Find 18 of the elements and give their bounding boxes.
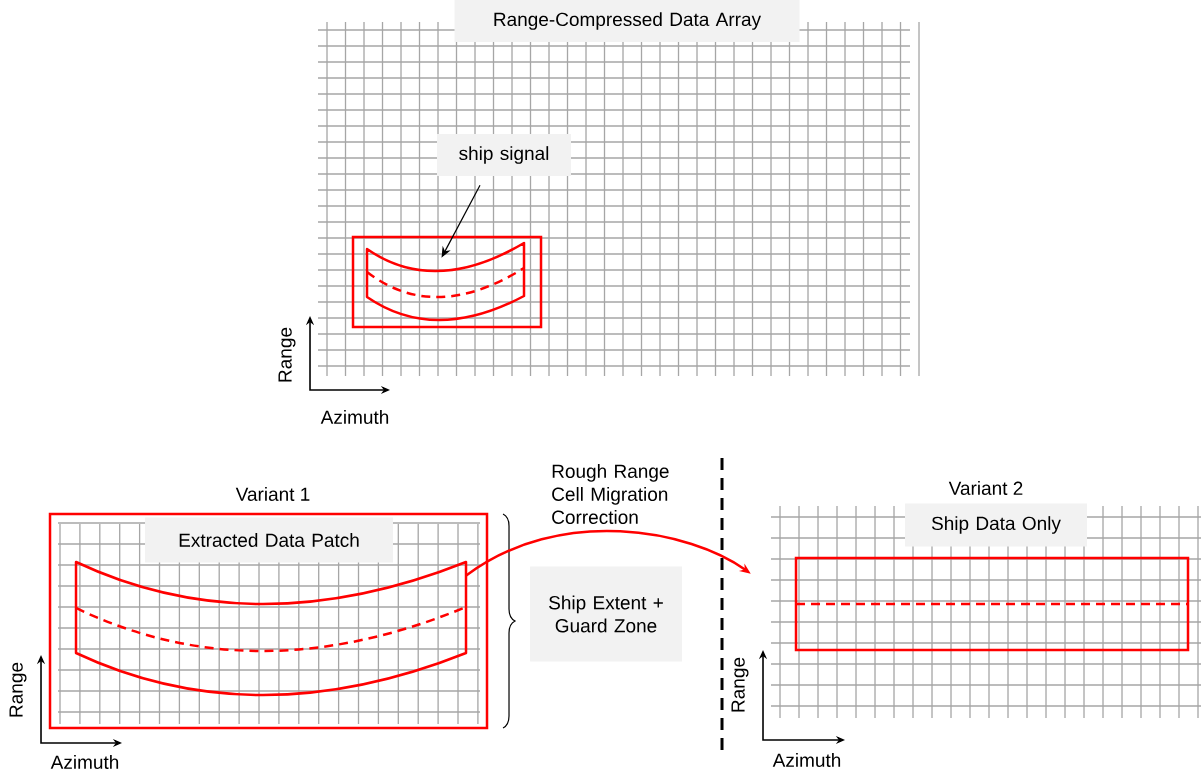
axis-label: Range	[731, 657, 749, 712]
panel-heading: Variant 2	[948, 481, 1023, 495]
signal-band-drawing	[365, 241, 526, 322]
label-box: ship signal	[437, 134, 571, 176]
caption-box: Range-Compressed Data Array	[454, 0, 800, 42]
panel-heading: Variant 1	[235, 487, 310, 501]
axis-label: Range	[278, 327, 296, 382]
axis-label: Azimuth	[772, 753, 841, 767]
caption-box: Ship Data Only	[905, 503, 1087, 547]
signal-band-drawing	[74, 560, 468, 697]
extraction-rectangle	[351, 235, 543, 329]
axis-label: Azimuth	[50, 755, 119, 769]
axis-label: Range	[9, 662, 27, 717]
extraction-rectangle	[794, 556, 1190, 652]
axis-label: Azimuth	[320, 410, 389, 424]
caption-box: Extracted Data Patch	[145, 517, 393, 563]
label-box: Ship Extent + Guard Zone	[530, 566, 682, 662]
edge-label: Rough Range Cell Migration Correction	[552, 464, 669, 524]
